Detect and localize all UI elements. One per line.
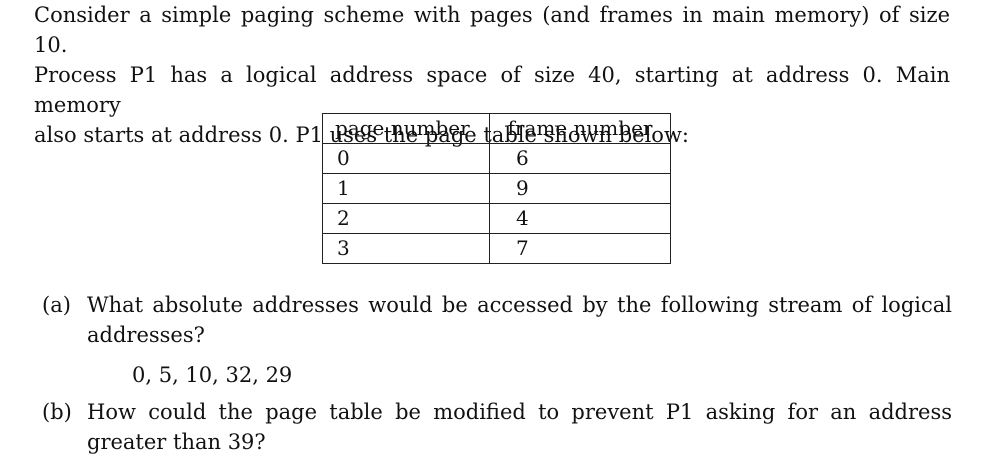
question-b: (b) How could the page table be modified…	[42, 397, 952, 457]
page-number-cell: 3	[322, 233, 490, 264]
table-row: 0 6	[322, 143, 671, 174]
question-a-text: What absolute addresses would be accesse…	[87, 290, 952, 350]
intro-line-2: Process P1 has a logical address space o…	[34, 63, 950, 117]
page-number-cell: 1	[322, 173, 490, 204]
frame-number-cell: 7	[489, 233, 671, 264]
question-b-text: How could the page table be modified to …	[87, 400, 952, 454]
table-row: 3 7	[322, 233, 671, 264]
intro-line-1: Consider a simple paging scheme with pag…	[34, 3, 950, 57]
question-list: (a) What absolute addresses would be acc…	[42, 290, 952, 457]
question-a-line-2: addresses?	[87, 323, 205, 347]
table-row: 2 4	[322, 203, 671, 234]
question-a-line-1: What absolute addresses would be accesse…	[87, 293, 952, 317]
page-number-cell: 2	[322, 203, 490, 234]
page-number-header: page number	[322, 113, 490, 144]
frame-number-cell: 9	[489, 173, 671, 204]
address-stream: 0, 5, 10, 32, 29	[132, 363, 293, 387]
page-table: page number frame number 0 6 1 9 2 4 3 7	[322, 113, 671, 264]
page-number-cell: 0	[322, 143, 490, 174]
question-b-marker: (b)	[42, 400, 72, 424]
table-row: 1 9	[322, 173, 671, 204]
question-a: (a) What absolute addresses would be acc…	[42, 290, 952, 350]
frame-number-header: frame number	[489, 113, 671, 144]
page-table-header-row: page number frame number	[322, 113, 671, 144]
question-a-marker: (a)	[42, 293, 71, 317]
frame-number-cell: 6	[489, 143, 671, 174]
frame-number-cell: 4	[489, 203, 671, 234]
